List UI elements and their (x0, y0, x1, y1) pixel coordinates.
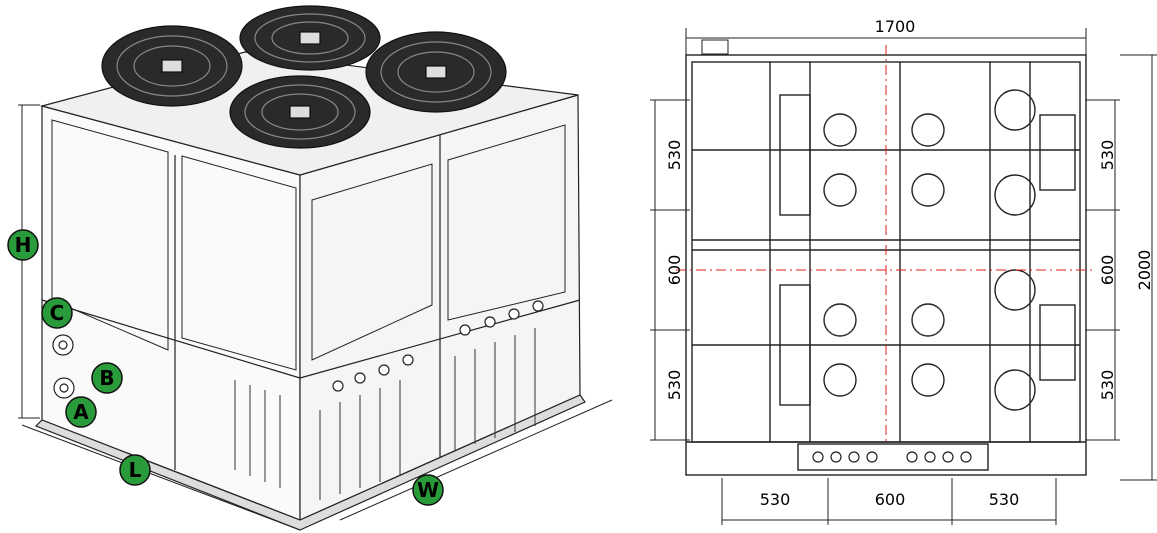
dim-right-lower: 530 (1098, 370, 1117, 401)
lower-louvers (234, 328, 536, 500)
water-connections (52, 334, 75, 399)
iso-dimension-lines (18, 104, 613, 531)
dim-left-lower: 530 (665, 370, 684, 401)
plan-centerlines (676, 45, 1096, 445)
fan-back-right (365, 31, 507, 113)
badge-w: W (412, 474, 444, 506)
top-vent-fitting (701, 39, 729, 55)
dim-bottom-middle: 600 (875, 490, 906, 509)
dim-bottom-right: 530 (989, 490, 1020, 509)
plan-port-holes (812, 451, 972, 463)
svg-text:H: H (15, 233, 32, 257)
dim-bottom-left: 530 (760, 490, 791, 509)
dim-left-middle: 600 (665, 255, 684, 286)
condenser-fans (101, 5, 507, 149)
svg-text:C: C (50, 301, 65, 325)
unit-front-left-face (41, 105, 301, 521)
dim-left-upper: 530 (665, 140, 684, 171)
svg-text:B: B (99, 366, 114, 390)
fan-front-center (229, 75, 371, 149)
dim-top-width: 1700 (875, 17, 916, 36)
svg-text:L: L (129, 458, 142, 482)
connection-ports (332, 300, 544, 392)
plan-dimension-lines (650, 28, 1157, 525)
badge-a: A (65, 396, 97, 428)
fan-back-left (101, 25, 243, 107)
fan-back-center (239, 5, 381, 71)
svg-text:A: A (73, 400, 89, 424)
badge-h: H (7, 229, 39, 261)
dim-overall-height: 2000 (1135, 250, 1154, 291)
badge-l: L (119, 454, 151, 486)
right-coil-grille (311, 124, 566, 361)
badge-b: B (91, 362, 123, 394)
badge-c: C (41, 297, 73, 329)
dim-right-upper: 530 (1098, 140, 1117, 171)
svg-text:W: W (417, 478, 439, 502)
dim-right-middle: 600 (1098, 255, 1117, 286)
left-coil-grille (51, 119, 297, 371)
